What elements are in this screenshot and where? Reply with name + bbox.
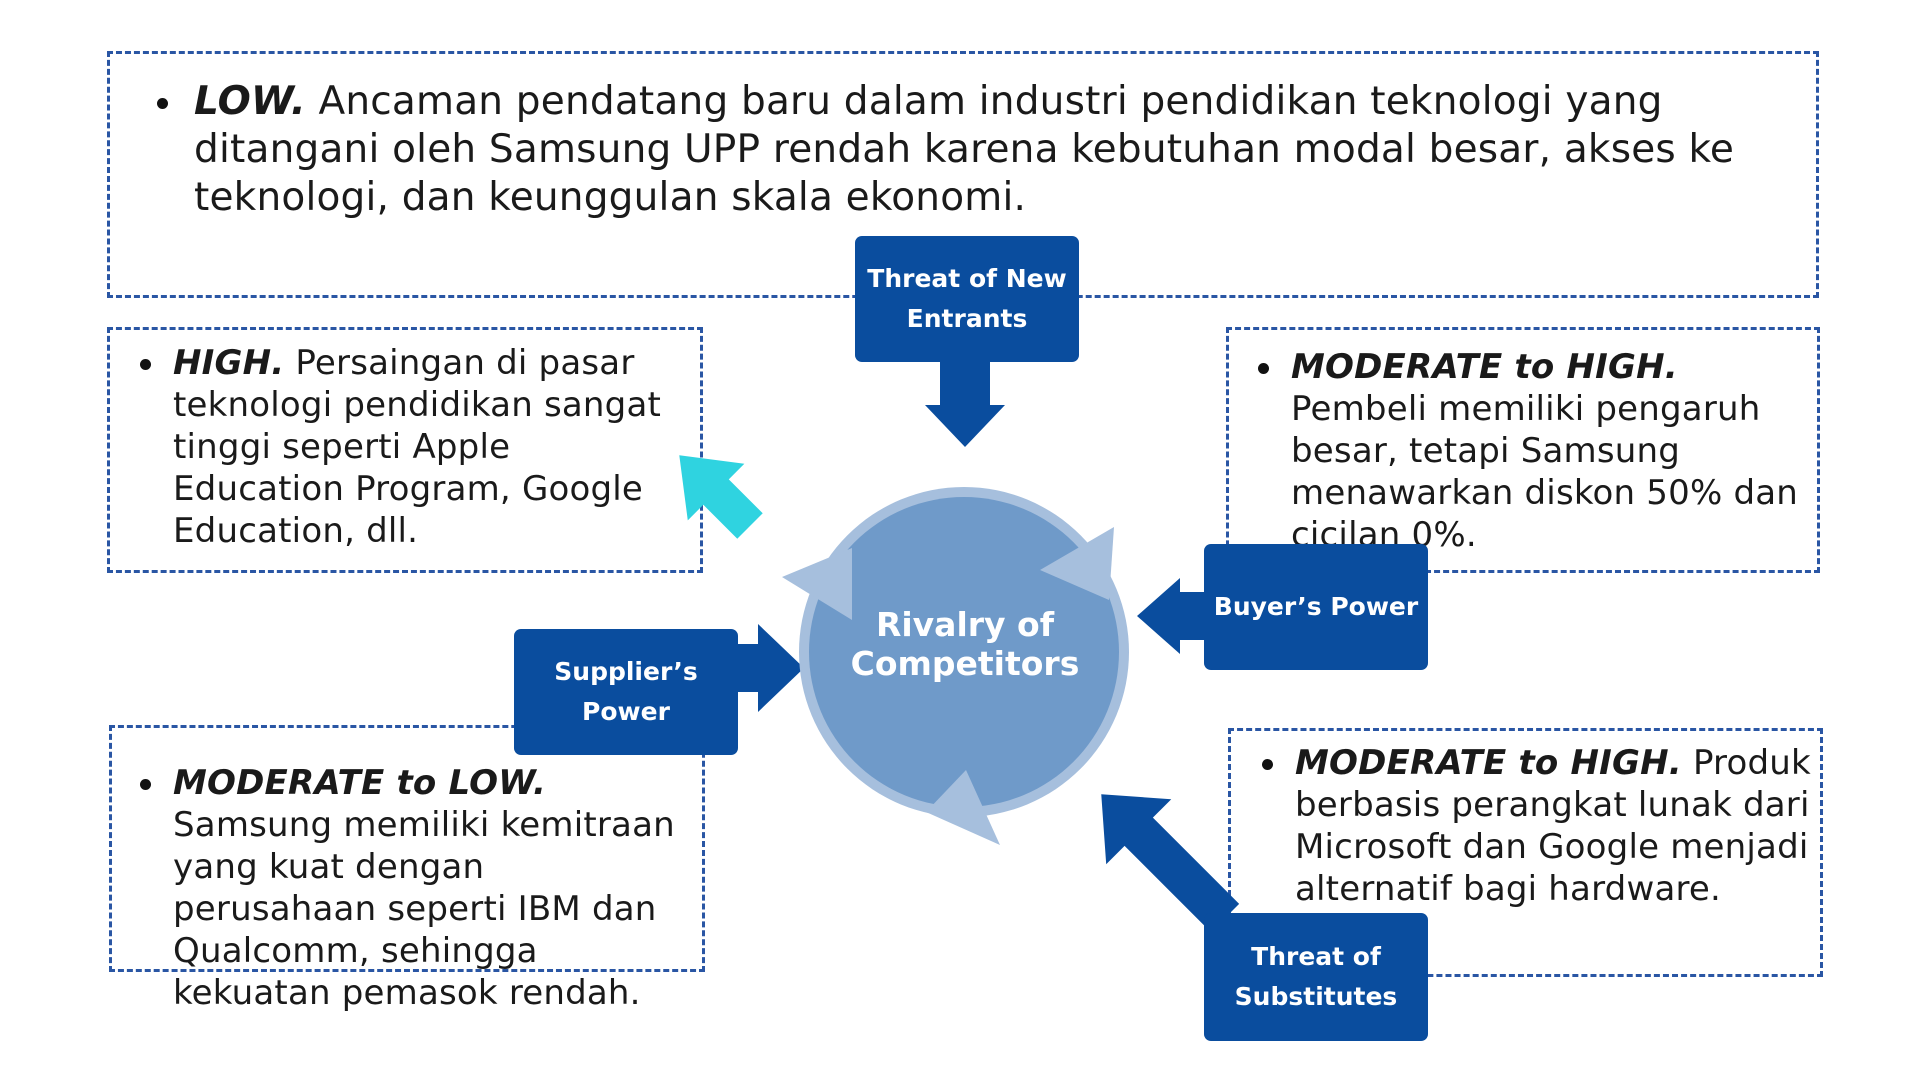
new-entrants-arrow (925, 360, 1005, 447)
center-label-line1: Rivalry of (875, 605, 1055, 644)
substitutes-bullet: MODERATE to HIGH. Produk berbasis perang… (1262, 742, 1814, 910)
new-entrants-description: LOW. Ancaman pendatang baru dalam indust… (194, 78, 1787, 222)
tag-line: Supplier’s (554, 657, 698, 686)
tag-line: Buyer’s Power (1213, 592, 1419, 621)
bullet-dot (1262, 759, 1273, 770)
rivalry-description: HIGH. Persaingan di pasar teknologi pend… (173, 342, 688, 552)
center-label-line2: Competitors (850, 644, 1080, 683)
new-entrants-bullet: LOW. Ancaman pendatang baru dalam indust… (157, 78, 1787, 222)
bullet-dot (140, 779, 151, 790)
tag-line: Entrants (906, 304, 1028, 333)
buyers-rating: MODERATE to HIGH. (1291, 347, 1678, 387)
tag-line: Threat of New (867, 264, 1067, 293)
cycle-arrowhead-icon (926, 770, 1000, 845)
suppliers-power-tag: Supplier’s Power (514, 629, 738, 755)
rivalry-circle (809, 497, 1119, 807)
cycle-arrowhead-icon (1040, 527, 1114, 600)
substitutes-arrow (1101, 794, 1240, 933)
cycle-arrowhead-icon (782, 548, 852, 620)
suppliers-arrow (736, 624, 804, 712)
bullet-dot (1258, 363, 1269, 374)
rivalry-box (107, 327, 703, 573)
suppliers-box (109, 725, 705, 972)
buyers-text: Pembeli memiliki pengaruh besar, tetapi … (1291, 389, 1799, 555)
bullet-dot (157, 98, 168, 109)
buyers-description: MODERATE to HIGH. Pembeli memiliki penga… (1291, 346, 1808, 556)
tag-line: Substitutes (1234, 982, 1398, 1011)
threat-of-substitutes-tag: Threat of Substitutes (1204, 913, 1428, 1041)
tag-line: Threat of (1251, 942, 1381, 971)
rivalry-text: Persaingan di pasar teknologi pendidikan… (173, 343, 662, 551)
substitutes-text: Produk berbasis perangkat lunak dari Mic… (1295, 743, 1811, 909)
tag-line: Power (582, 697, 670, 726)
bullet-dot (140, 359, 151, 370)
new-entrants-rating: LOW. (194, 79, 306, 124)
suppliers-rating: MODERATE to LOW. (173, 763, 547, 803)
suppliers-description: MODERATE to LOW. Samsung memiliki kemitr… (173, 762, 695, 1014)
rivalry-of-competitors-label: Rivalry of Competitors (825, 605, 1105, 683)
suppliers-text: Samsung memiliki kemitraan yang kuat den… (173, 805, 675, 1013)
rivalry-arrow (679, 455, 763, 539)
substitutes-rating: MODERATE to HIGH. (1295, 743, 1682, 783)
buyers-arrow (1137, 578, 1204, 654)
rivalry-bullet: HIGH. Persaingan di pasar teknologi pend… (140, 342, 688, 552)
threat-of-new-entrants-tag: Threat of New Entrants (855, 236, 1079, 362)
buyers-power-tag: Buyer’s Power (1204, 544, 1428, 670)
new-entrants-text: Ancaman pendatang baru dalam industri pe… (194, 79, 1735, 220)
suppliers-bullet: MODERATE to LOW. Samsung memiliki kemitr… (140, 762, 695, 1014)
buyers-bullet: MODERATE to HIGH. Pembeli memiliki penga… (1258, 346, 1808, 556)
buyers-box (1226, 327, 1820, 573)
substitutes-description: MODERATE to HIGH. Produk berbasis perang… (1295, 742, 1814, 910)
rivalry-rating: HIGH. (173, 343, 285, 383)
